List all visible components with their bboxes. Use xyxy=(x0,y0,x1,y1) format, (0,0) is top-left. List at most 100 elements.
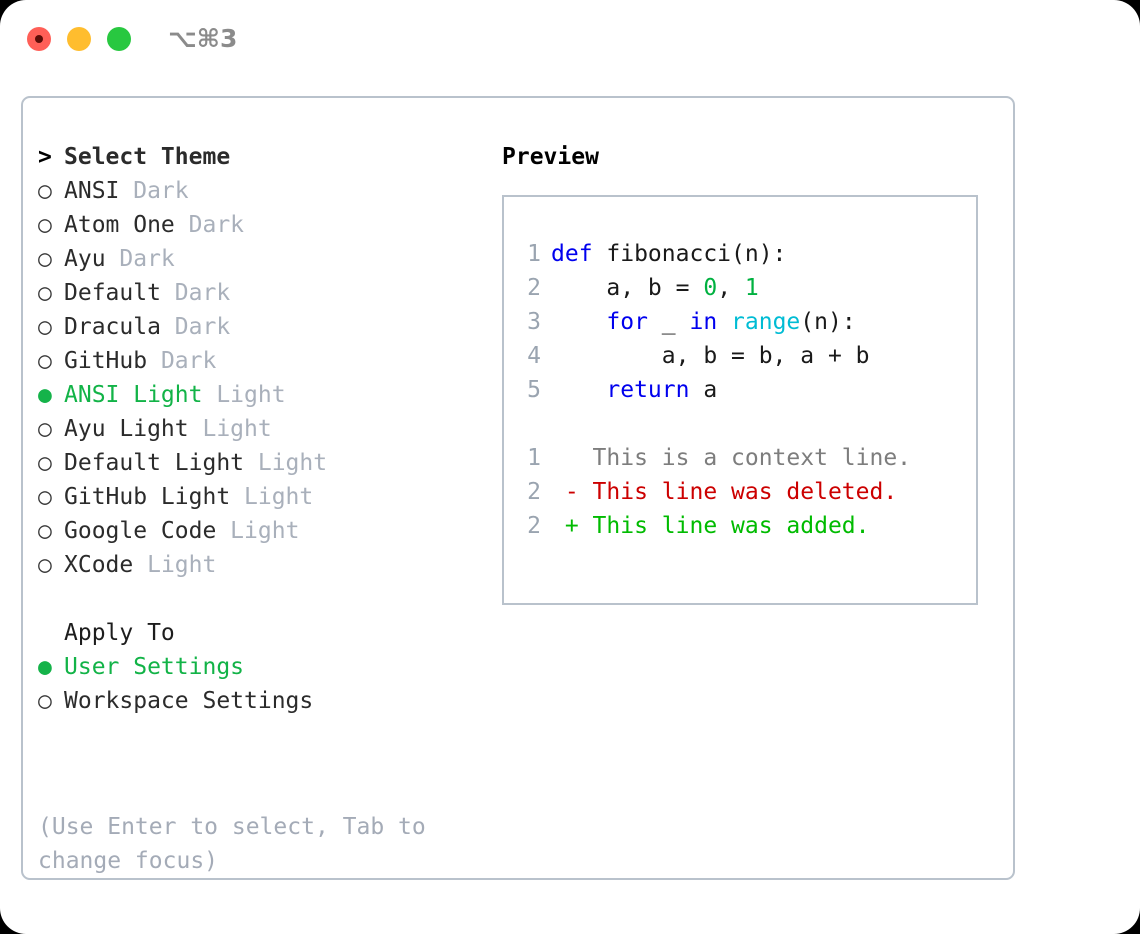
theme-item-variant: Light xyxy=(230,484,314,510)
diff-line-text: - This line was deleted. xyxy=(551,479,898,505)
radio-unselected-icon: ○ xyxy=(38,280,52,306)
theme-list-title: Select Theme xyxy=(64,144,231,170)
code-token xyxy=(551,377,606,403)
spacer-icon: ○ xyxy=(38,616,64,650)
theme-item-variant: Light xyxy=(216,518,300,544)
line-number: 2 xyxy=(527,479,541,505)
theme-item-github-light[interactable]: ○GitHub Light Light xyxy=(38,480,488,514)
theme-item-variant: Dark xyxy=(160,280,231,306)
diff-line: 1 This is a context line. xyxy=(517,441,911,475)
code-token: _ xyxy=(647,309,690,335)
list-spacer xyxy=(38,582,488,616)
code-token: 1 xyxy=(744,275,759,301)
theme-item-variant: Light xyxy=(244,450,328,476)
code-line: 3 for _ in range(n): xyxy=(517,305,911,339)
theme-item-variant: Dark xyxy=(174,212,245,238)
code-token: range xyxy=(731,309,801,335)
theme-item-label: ANSI Light xyxy=(64,382,203,408)
radio-unselected-icon: ○ xyxy=(38,246,52,272)
code-token xyxy=(717,309,731,335)
theme-item-label: GitHub Light xyxy=(64,484,231,510)
radio-unselected-icon: ○ xyxy=(38,348,52,374)
close-button[interactable] xyxy=(27,27,51,51)
theme-item-variant: Light xyxy=(133,552,217,578)
radio-selected-icon: ● xyxy=(38,654,52,680)
theme-item-google-code[interactable]: ○ Google Code Light xyxy=(38,514,488,548)
theme-item-label: Dracula xyxy=(64,314,161,340)
theme-item-label: GitHub xyxy=(64,348,148,374)
theme-item-ayu[interactable]: ○Ayu Dark xyxy=(38,242,488,276)
theme-item-label: XCode xyxy=(64,552,134,578)
theme-item-variant: Light xyxy=(188,416,272,442)
theme-item-default[interactable]: ○ Default Dark xyxy=(38,276,488,310)
theme-item-dracula[interactable]: ○Dracula Dark xyxy=(38,310,488,344)
theme-item-variant: Light xyxy=(202,382,286,408)
theme-item-label: Ayu Light xyxy=(64,416,189,442)
apply-to-group[interactable]: ○Apply To●User Settings○Workspace Settin… xyxy=(38,616,488,718)
preview-title: Preview xyxy=(502,144,599,170)
code-token: 0 xyxy=(703,275,718,301)
code-token: def xyxy=(551,241,593,267)
line-number: 2 xyxy=(527,513,541,539)
theme-item-label: Default Light xyxy=(64,450,245,476)
code-token: in xyxy=(689,309,718,335)
apply-to-item-label: User Settings xyxy=(64,654,245,680)
apply-to-item-workspace-settings[interactable]: ○ Workspace Settings xyxy=(38,684,488,718)
minimize-button[interactable] xyxy=(67,27,91,51)
line-number: 4 xyxy=(527,343,541,369)
theme-item-github[interactable]: ○GitHub Dark xyxy=(38,344,488,378)
radio-selected-icon: ● xyxy=(38,382,52,408)
maximize-button[interactable] xyxy=(107,27,131,51)
code-token: fibonacci(n): xyxy=(592,241,787,267)
radio-unselected-icon: ○ xyxy=(38,178,52,204)
title-bar: ⌥⌘3 xyxy=(0,0,1140,78)
theme-item-label: Default xyxy=(64,280,161,306)
theme-item-ayu-light[interactable]: ○ Ayu Light Light xyxy=(38,412,488,446)
radio-unselected-icon: ○ xyxy=(38,314,52,340)
radio-unselected-icon: ○ xyxy=(38,518,52,544)
code-token: for xyxy=(606,309,648,335)
theme-item-ansi-light[interactable]: ● ANSI Light Light xyxy=(38,378,488,412)
code-token: a, b = xyxy=(551,275,704,301)
apply-to-item-user-settings[interactable]: ● User Settings xyxy=(38,650,488,684)
code-token xyxy=(551,309,606,335)
theme-item-xcode[interactable]: ○XCode Light xyxy=(38,548,488,582)
code-token: a, b = b, a + b xyxy=(551,343,870,369)
line-number: 1 xyxy=(527,445,541,471)
diff-line-text: This is a context line. xyxy=(551,445,912,471)
main-panel: > Select Theme ○ ANSI Dark ○ Atom One Dark ○ Ay… xyxy=(21,96,1015,880)
theme-item-label: ANSI xyxy=(64,178,120,204)
theme-item-default-light[interactable]: ○Default Light Light xyxy=(38,446,488,480)
code-line: 2 a, b = 0, 1 xyxy=(517,271,911,305)
apply-to-title-label: Apply To xyxy=(64,620,175,646)
code-token: (n): xyxy=(800,309,856,335)
line-number: 2 xyxy=(527,275,541,301)
radio-unselected-icon: ○ xyxy=(38,212,52,238)
theme-item-variant: Dark xyxy=(119,178,189,204)
line-number: 5 xyxy=(527,377,541,403)
theme-item-label: Ayu xyxy=(64,246,106,272)
radio-unselected-icon: ○ xyxy=(38,416,52,442)
apply-to-item-label: Workspace Settings xyxy=(64,688,314,714)
code-line: 1 def fibonacci(n): xyxy=(517,237,911,271)
keyboard-hint: (Use Enter to select, Tab to change focu… xyxy=(38,814,440,874)
theme-item-atom-one[interactable]: ○ Atom One Dark xyxy=(38,208,488,242)
diff-line: 2 + This line was added. xyxy=(517,509,911,543)
code-line: 5 return a xyxy=(517,373,911,407)
theme-list-header: > Select Theme xyxy=(38,140,488,174)
line-number: 3 xyxy=(527,309,541,335)
theme-item-ansi[interactable]: ○ ANSI Dark xyxy=(38,174,488,208)
line-number: 1 xyxy=(527,241,541,267)
prompt-caret-icon: > xyxy=(38,144,52,170)
theme-item-label: Google Code xyxy=(64,518,217,544)
diff-line-text: + This line was added. xyxy=(551,513,870,539)
diff-line: 2 - This line was deleted. xyxy=(517,475,911,509)
theme-item-label: Atom One xyxy=(64,212,175,238)
keyboard-shortcut-label: ⌥⌘3 xyxy=(168,24,238,53)
radio-unselected-icon: ○ xyxy=(38,688,52,714)
code-diff-separator xyxy=(517,407,911,441)
theme-list[interactable]: > Select Theme ○ ANSI Dark ○ Atom One Dark ○ Ay… xyxy=(38,140,488,582)
